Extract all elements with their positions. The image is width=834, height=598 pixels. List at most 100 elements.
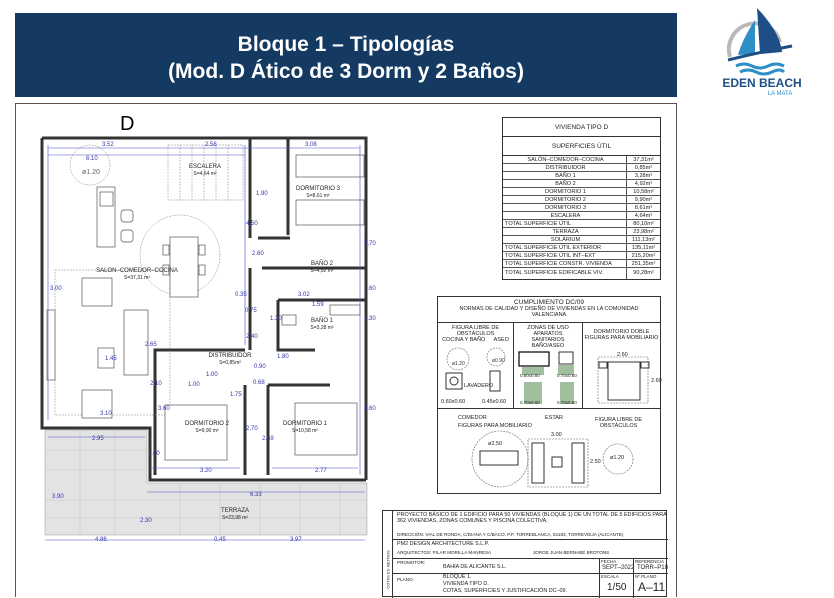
logo-brand: EDEN BEACH	[722, 76, 801, 90]
row-value: 37,31m²	[633, 157, 654, 163]
p3-w: 2.60	[617, 352, 628, 358]
dimension-label: 2.10	[150, 381, 162, 387]
row-label: DORMITORIO 2	[503, 196, 627, 203]
row-value: 10,58m²	[633, 189, 654, 195]
row-label: TERRAZA	[503, 228, 627, 235]
dimension-label: 1.60	[148, 451, 160, 457]
row-value: 215,20m²	[631, 253, 656, 259]
dimension-label: 1.00	[206, 372, 218, 378]
dimension-label: 2.70	[246, 426, 258, 432]
dimension-label: 6.10	[86, 156, 98, 162]
plano-3: COTAS, SUPERFICIES Y JUSTIFICACIÓN DC–09…	[443, 588, 568, 594]
dc09-compliance-panel: CUMPLIMIENTO DC/09 NORMAS DE CALIDAD Y D…	[437, 296, 662, 494]
type-letter: D	[120, 113, 134, 135]
room-area: S=4,92 m²	[310, 268, 334, 274]
room-name: DORMITORIO 3	[296, 186, 341, 192]
p2-d1: 0.60x0.80	[520, 373, 540, 378]
row-label: TOTAL SUPERFICIE EDIFICABLE VIV.	[503, 268, 627, 279]
p1-b: ASEO	[493, 337, 509, 343]
dimension-label: 3.60	[158, 406, 170, 412]
row-label: BAÑO 2	[503, 180, 627, 187]
dimension-label: 1.80	[277, 354, 289, 360]
row-value: 135,11m²	[631, 245, 656, 251]
table-title: VIVIENDA TIPO D	[503, 118, 660, 137]
dimension-label: 2.30	[140, 518, 152, 524]
p1-r2: ø0.90	[492, 358, 505, 364]
row-label: BAÑO 1	[503, 172, 627, 179]
surface-table: VIVIENDA TIPO D SUPERFICIES ÚTIL SALÓN–C…	[502, 117, 661, 280]
row-label: TOTAL SUPERFICIE CONSTR. VIVIENDA	[503, 260, 627, 267]
table-row: TOTAL SUPERFICIE CONSTR. VIVIENDA 251,35m…	[503, 260, 660, 268]
room-area: S=0,85m²	[219, 360, 241, 366]
side-note: COTAS EN METROS	[385, 550, 391, 589]
nplano: A–11	[638, 580, 666, 594]
p1-d2: 0.45x0.60	[482, 399, 507, 405]
room-area: S=9,90 m²	[195, 428, 219, 434]
room-area: S=4,64 m²	[193, 171, 217, 177]
escala: 1/50	[607, 582, 627, 593]
room-area: S=23,98 m²	[222, 515, 248, 521]
p1-title: FIGURA LIBRE DE OBSTÁCULOS	[451, 325, 500, 337]
dimension-label: 3.02	[298, 292, 310, 298]
dimension-label: 2.70	[364, 241, 376, 247]
p2-a: BAÑO/ASEO	[531, 343, 565, 349]
row-value: 0,85m²	[634, 165, 653, 171]
row-label: DISTRIBUIDOR	[503, 164, 627, 171]
dimension-label: 1.60	[364, 286, 376, 292]
plano-1: BLOQUE 1.	[443, 574, 472, 580]
logo-sub: LA MATA	[768, 91, 792, 97]
p4-r: ø2.50	[488, 441, 503, 447]
room-name: BAÑO 2	[311, 260, 334, 267]
project-desc: PROYECTO BÁSICO DE 1 EDIFICIO PARA 50 VI…	[397, 512, 667, 524]
dimension-label: 1.90	[256, 191, 268, 197]
dimension-label: 3.00	[50, 286, 62, 292]
p2-d2: 0.70x0.60	[557, 373, 577, 378]
dimension-label: 3.10	[100, 411, 112, 417]
dimension-label: 2.95	[92, 436, 104, 442]
table-row: TOTAL SUPERFICIE ÚTIL EXTERIOR 135,11m²	[503, 244, 660, 252]
title-block: COTAS EN METROS PROYECTO BÁSICO DE 1 EDI…	[382, 510, 668, 598]
dimension-label: 6.33	[250, 492, 262, 498]
dimension-label: 1.30	[270, 316, 282, 322]
dimension-label: 0.35	[235, 292, 247, 298]
p5-r: ø1.20	[610, 455, 625, 461]
architects: ARQUITECTOS: PILAR MORILLA MANRESA	[397, 550, 492, 555]
dimension-label: 2.40	[246, 334, 258, 340]
row-label: TOTAL SUPERFICIE ÚTIL EXTERIOR	[503, 244, 627, 251]
dimension-label: 2.77	[315, 468, 327, 474]
room-name: BAÑO 1	[311, 317, 334, 324]
escala-label: ESCALA	[601, 574, 619, 579]
promotor-label: PROMOTOR:	[397, 560, 426, 565]
nplano-label: Nº PLANO	[635, 574, 657, 579]
room-area: S=8,61 m²	[306, 193, 330, 199]
architect-2: JORGE JUAN BERNABÉ BROTONS	[533, 550, 610, 555]
dimension-label: 1.45	[105, 356, 117, 362]
p3-h: 2.60	[651, 378, 662, 384]
p2-d4: 0.70x0.60	[557, 400, 577, 405]
row-value: 251,35m²	[631, 261, 656, 267]
table-row: BAÑO 2 4,92m²	[503, 180, 660, 188]
ref: TORR–P18	[637, 565, 668, 571]
dimension-label: 1.59	[312, 302, 324, 308]
p2-d3: 0.70x0.60	[520, 400, 540, 405]
address: DIRECCIÓN: VIAL DE RONDA, C/DIANA Y C/BA…	[397, 532, 624, 537]
table-row: TOTAL SUPERFICIE EDIFICABLE VIV. 90,28m²	[503, 268, 660, 279]
row-label: SOLÁRIUM	[503, 236, 627, 243]
row-value: 23,98m²	[633, 229, 654, 235]
row-value: 8,61m²	[634, 205, 653, 211]
p1-r1: ø1.20	[452, 361, 465, 367]
plano-2: VIVIENDA TIPO D.	[443, 581, 489, 587]
drawing-sheet	[15, 103, 677, 597]
p4-c: ESTAR	[545, 415, 563, 421]
row-value: 4,92m²	[634, 181, 653, 187]
row-value: 90,28m²	[633, 270, 654, 276]
fecha-label: FECHA	[601, 559, 617, 564]
dimension-label: 1.75	[230, 392, 242, 398]
